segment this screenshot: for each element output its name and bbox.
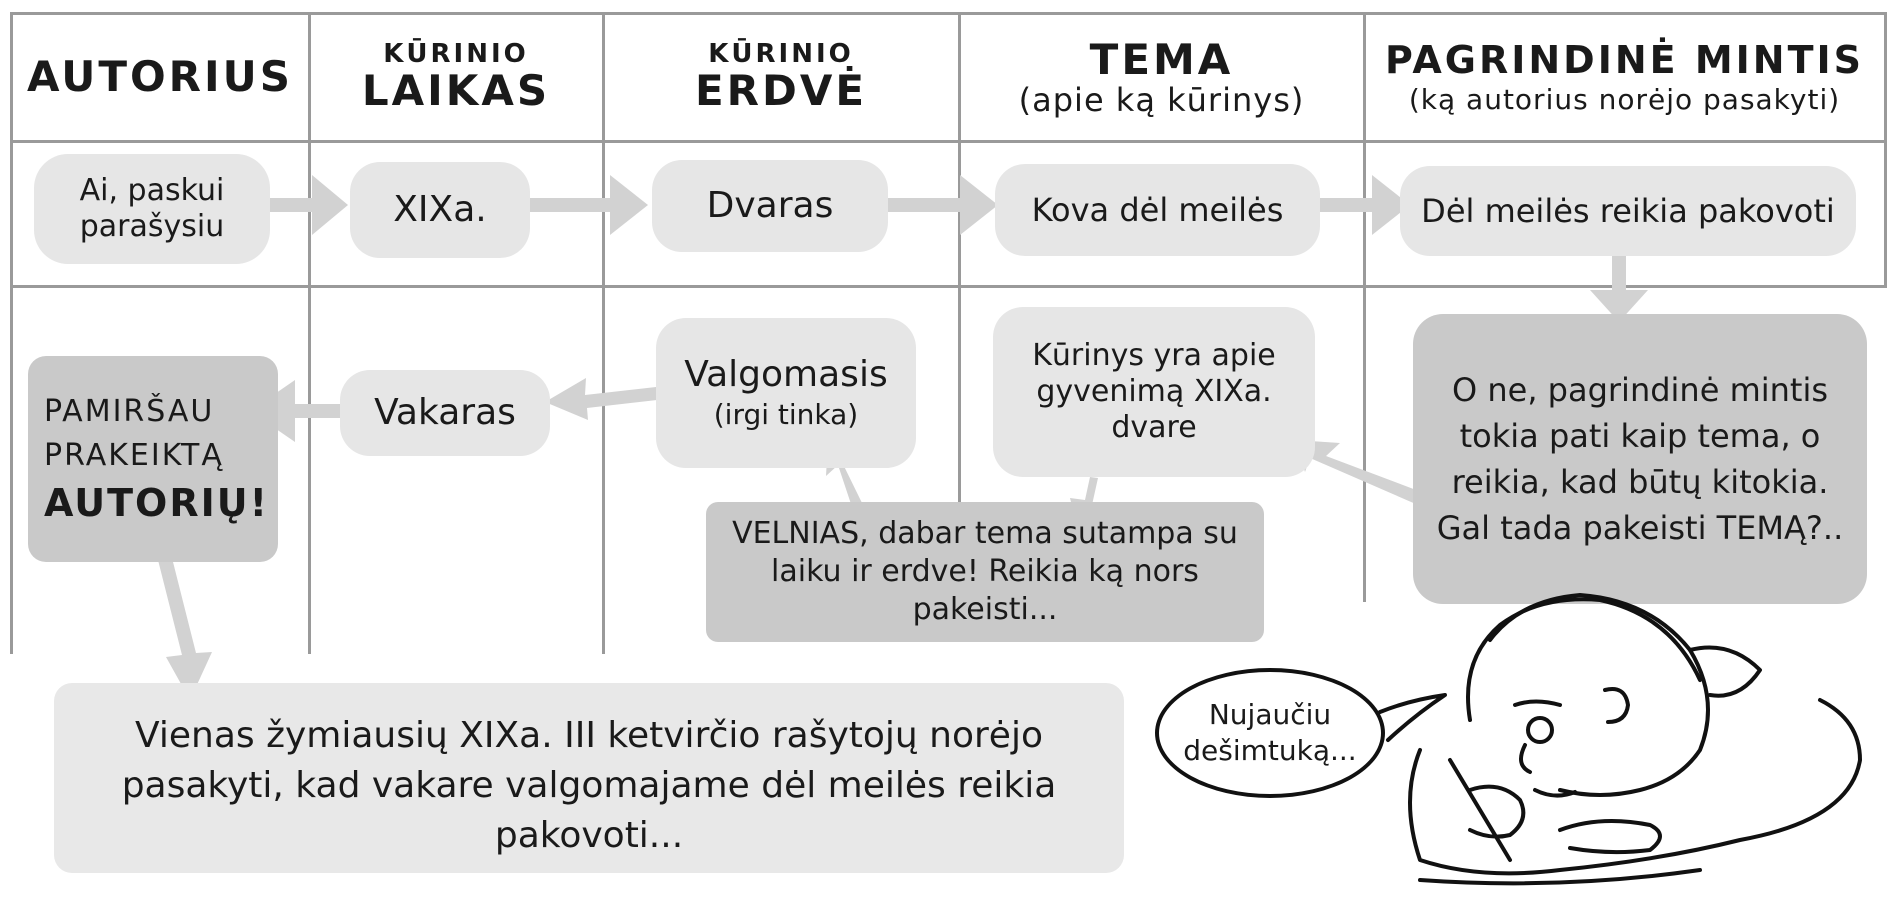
arrow-shaft-2 (525, 198, 615, 212)
header-autorius-label: AUTORIUS (27, 52, 293, 101)
header-autorius: AUTORIUS (12, 14, 308, 140)
header-laikas-big: LAIKAS (361, 66, 551, 115)
arrow-autorius-conclusion (158, 558, 212, 700)
header-laikas: KŪRINIO LAIKAS (310, 14, 602, 140)
arrow-shaft-down (1612, 255, 1626, 295)
arrow-shaft-3 (885, 198, 965, 212)
mouth (1533, 788, 1577, 798)
header-divider (10, 140, 1887, 143)
header-mintis: PAGRINDINĖ MINTIS (ką autorius norėjo pa… (1365, 14, 1884, 140)
autorius-row2-line1: PAMIRŠAU (44, 394, 215, 429)
cell-autorius-row1: Ai, paskui parašysiu (34, 154, 270, 264)
arrow-head-1 (312, 175, 348, 235)
cell-laikas-row1-text: XIXa. (393, 189, 487, 230)
arrow-mintis-tema (1295, 440, 1424, 505)
col-line-4 (1363, 12, 1366, 602)
other-hand (1558, 819, 1662, 855)
conclusion-box: Vienas žymiausių XIXa. III ketvirčio raš… (54, 683, 1124, 873)
paper-edge (1418, 868, 1702, 886)
conclusion-text: Vienas žymiausių XIXa. III ketvirčio raš… (121, 715, 1057, 856)
cell-laikas-row2-text: Vakaras (374, 392, 516, 433)
autorius-row2-line3: AUTORIŲ! (44, 481, 269, 525)
ponytail (1688, 645, 1762, 698)
autorius-row2-line2: PRAKEIKTĄ (44, 438, 224, 473)
header-erdve-small: KŪRINIO (708, 39, 854, 69)
cell-mintis-row2-text: O ne, pagrindinė mintis tokia pati kaip … (1436, 371, 1844, 547)
col-line-5 (1884, 12, 1887, 287)
header-erdve: KŪRINIO ERDVĖ (604, 14, 958, 140)
table-top-line (10, 12, 1887, 15)
ear (1603, 687, 1630, 724)
velnias-box: VELNIAS, dabar tema sutampa su laiku ir … (706, 502, 1264, 642)
arrow-head-4 (1372, 175, 1410, 235)
arrow-shaft-4 (1318, 198, 1378, 212)
shoulder-body (1408, 698, 1862, 876)
header-tema: TEMA (apie ką kūrinys) (960, 14, 1363, 140)
col-line-3 (958, 12, 961, 502)
col-line-0 (10, 12, 13, 654)
header-tema-big: TEMA (1089, 35, 1234, 84)
header-tema-sub: (apie ką kūrinys) (1018, 81, 1305, 119)
pen (1448, 758, 1512, 862)
speech-text: Nujaučiu dešimtuką... (1183, 698, 1357, 767)
cell-autorius-row2: PAMIRŠAU PRAKEIKTĄ AUTORIŲ! (28, 356, 278, 562)
row-divider (10, 285, 1887, 288)
hair-outline (1466, 597, 1702, 722)
cell-mintis-row1: Dėl meilės reikia pakovoti (1400, 166, 1856, 256)
erdve-row2-sub: (irgi tinka) (713, 398, 859, 431)
cell-laikas-row1: XIXa. (350, 162, 530, 258)
cell-tema-row1-text: Kova dėl meilės (1031, 191, 1284, 229)
cell-erdve-row2: Valgomasis (irgi tinka) (656, 318, 916, 468)
header-mintis-big: PAGRINDINĖ MINTIS (1384, 38, 1865, 82)
arrow-head-down (1590, 290, 1648, 322)
cell-mintis-row1-text: Dėl meilės reikia pakovoti (1421, 192, 1835, 230)
arrow-erdve-laikas (545, 378, 657, 420)
header-laikas-small: KŪRINIO (383, 39, 529, 69)
cell-tema-row1: Kova dėl meilės (995, 164, 1320, 256)
cell-erdve-row1-text: Dvaras (706, 185, 834, 226)
cell-mintis-row2: O ne, pagrindinė mintis tokia pati kaip … (1413, 314, 1867, 604)
header-mintis-sub: (ką autorius norėjo pasakyti) (1408, 83, 1841, 116)
speech-tail (1378, 693, 1447, 742)
eyebrow (1513, 699, 1562, 707)
arrow-head-2 (610, 175, 648, 235)
cell-erdve-row1: Dvaras (652, 160, 888, 252)
nose (1519, 743, 1532, 774)
cell-laikas-row2: Vakaras (340, 370, 550, 456)
hand (1468, 784, 1526, 839)
velnias-text: VELNIAS, dabar tema sutampa su laiku ir … (732, 516, 1238, 627)
col-line-1 (308, 12, 311, 654)
cell-autorius-row1-text: Ai, paskui parašysiu (79, 173, 225, 244)
speech-bubble: Nujaučiu dešimtuką... (1155, 668, 1385, 798)
erdve-row2-main: Valgomasis (684, 354, 888, 395)
cell-tema-row2: Kūrinys yra apie gyvenimą XIXa. dvare (993, 307, 1315, 477)
head-outline (1488, 593, 1710, 797)
col-line-2 (602, 12, 605, 654)
arrow-shaft-1 (268, 198, 318, 212)
header-erdve-big: ERDVĖ (694, 66, 868, 115)
eye (1526, 716, 1554, 744)
arrow-shaft-laikas-autorius (290, 404, 340, 418)
arrow-head-3 (960, 175, 998, 235)
cell-tema-row2-text: Kūrinys yra apie gyvenimą XIXa. dvare (1032, 338, 1276, 445)
